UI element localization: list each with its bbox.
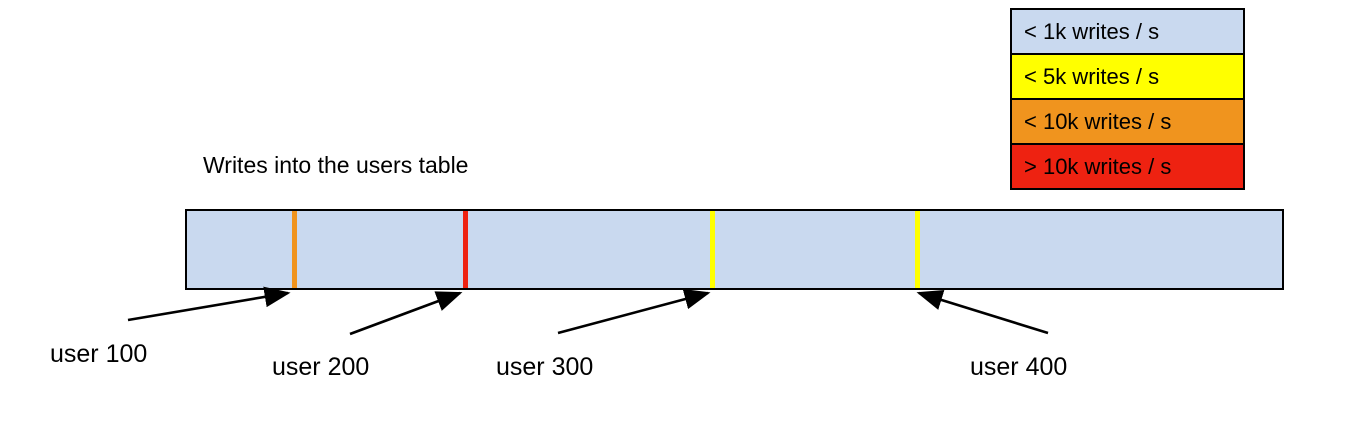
legend-row-tier-3: < 10k writes / s — [1012, 100, 1243, 145]
callout-arrow-user-300 — [557, 288, 711, 335]
legend-label-tier-4: > 10k writes / s — [1024, 153, 1172, 179]
legend-row-tier-2: < 5k writes / s — [1012, 55, 1243, 100]
legend-row-tier-4: > 10k writes / s — [1012, 145, 1243, 188]
callout-label-user-200: user 200 — [272, 353, 370, 381]
users-table-bar — [185, 209, 1284, 290]
bar-divider-user-400 — [915, 211, 921, 288]
chart-title: Writes into the users table — [203, 152, 469, 178]
callout-arrow-user-100 — [127, 286, 291, 322]
legend-label-tier-1: < 1k writes / s — [1024, 18, 1160, 44]
callout-arrow-user-400 — [916, 289, 1049, 335]
legend-row-tier-1: < 1k writes / s — [1012, 10, 1243, 55]
callout-label-user-300: user 300 — [496, 353, 594, 381]
callout-label-user-400: user 400 — [970, 353, 1068, 381]
bar-divider-user-200 — [462, 211, 468, 288]
callout-arrow-user-200 — [349, 291, 463, 336]
bar-divider-user-300 — [710, 211, 716, 288]
legend-label-tier-3: < 10k writes / s — [1024, 108, 1172, 134]
legend: < 1k writes / s < 5k writes / s < 10k wr… — [1010, 8, 1245, 190]
legend-label-tier-2: < 5k writes / s — [1024, 63, 1160, 89]
callout-label-user-100: user 100 — [50, 340, 148, 368]
bar-divider-user-100 — [291, 211, 297, 288]
